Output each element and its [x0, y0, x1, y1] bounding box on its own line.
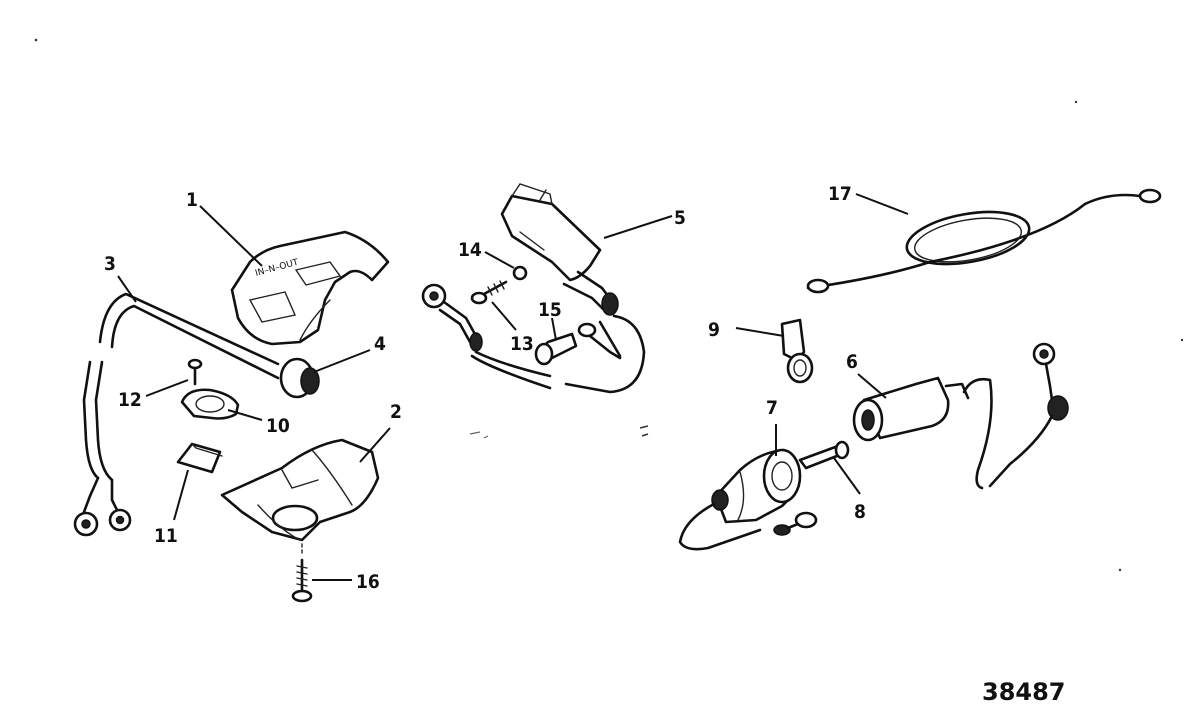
callout-16: 16	[356, 571, 380, 593]
callout-10: 10	[266, 415, 290, 437]
callout-3: 3	[104, 253, 116, 275]
stray-marks	[34, 38, 1184, 572]
part-3-cable[interactable]	[73, 292, 280, 537]
callout-15: 15	[538, 299, 562, 321]
part-1-upper-cover[interactable]: IN–N–OUT	[230, 230, 390, 346]
catalog-number: 38487	[982, 678, 1066, 706]
part-5-harness[interactable]	[421, 283, 622, 390]
callout-17: 17	[828, 183, 852, 205]
part-5-switch[interactable]	[500, 183, 646, 394]
part-9-clip[interactable]	[780, 318, 814, 384]
callout-2: 2	[390, 401, 402, 423]
part-14-washer[interactable]	[512, 265, 528, 281]
part-7-socket-plug[interactable]	[678, 448, 818, 551]
callout-12: 12	[118, 389, 142, 411]
callout-5: 5	[674, 207, 686, 229]
part-6-fuse-holder[interactable]	[852, 342, 1069, 490]
callout-11: 11	[154, 525, 178, 547]
callout-4: 4	[374, 333, 386, 355]
part-4-plunger[interactable]	[279, 357, 320, 399]
part-17-ground-wire[interactable]	[806, 188, 1162, 294]
part-10-clamp[interactable]	[180, 388, 240, 420]
part-13-screw[interactable]	[470, 280, 508, 305]
callout-9: 9	[708, 319, 720, 341]
callout-6: 6	[846, 351, 858, 373]
part-15-bolt[interactable]	[534, 332, 578, 366]
part-11-nut[interactable]	[176, 442, 223, 474]
callout-8: 8	[854, 501, 866, 523]
callout-1: 1	[186, 189, 198, 211]
callout-13: 13	[510, 333, 534, 355]
part-16-screw[interactable]	[291, 543, 313, 603]
callout-labels: 1 2 3 4 5 6 7 8 9 10 11 12 13 14 15 16 1…	[104, 183, 866, 593]
leader-lines	[117, 193, 909, 581]
part-2-lower-base[interactable]	[220, 438, 380, 542]
part-12-screw[interactable]	[187, 358, 203, 386]
callout-14: 14	[458, 239, 482, 261]
callout-7: 7	[766, 397, 778, 419]
part-8-fuse[interactable]	[798, 440, 850, 470]
